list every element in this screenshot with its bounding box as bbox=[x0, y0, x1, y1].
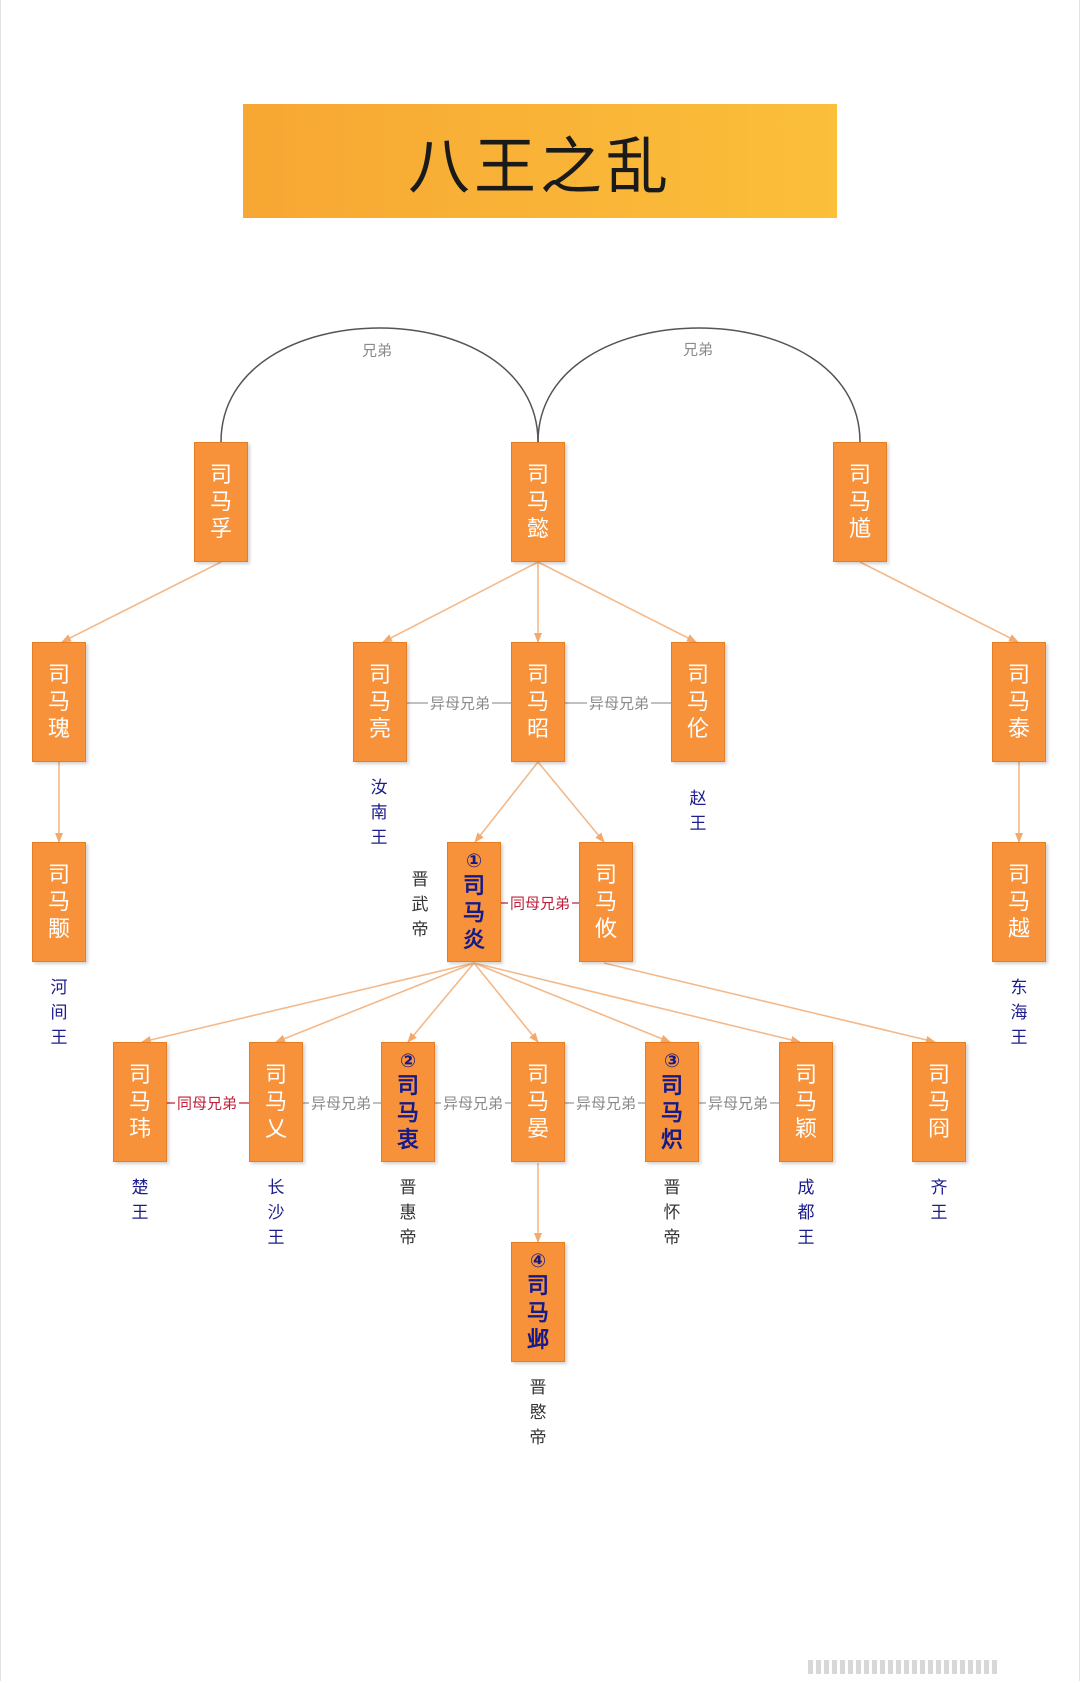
edge-yan-yan2 bbox=[473, 962, 539, 1043]
watermark-bars bbox=[808, 1660, 997, 1674]
title-banner: 八王之乱 bbox=[243, 104, 837, 218]
label-brothers-yi-kui: 兄弟 bbox=[680, 338, 716, 360]
node-sima-ying: 司马颖 bbox=[779, 1042, 833, 1162]
node-sima-fu: 司马孚 bbox=[194, 442, 248, 562]
node-sima-ai: 司马乂 bbox=[249, 1042, 303, 1162]
node-sima-liang: 司马亮 bbox=[353, 642, 407, 762]
node-sima-lun: 司马伦 bbox=[671, 642, 725, 762]
node-sima-yan2: 司马晏 bbox=[511, 1042, 565, 1162]
node-sima-tai: 司马泰 bbox=[992, 642, 1046, 762]
label-half-ai-zhong: 异母兄弟 bbox=[308, 1092, 374, 1114]
edge-zhao-you bbox=[537, 761, 605, 843]
node-sima-yi: 司马懿 bbox=[511, 442, 565, 562]
title-chu-wang: 楚王 bbox=[131, 1178, 149, 1223]
label-half-yan2-chi: 异母兄弟 bbox=[573, 1092, 639, 1114]
node-sima-yong: 司马颙 bbox=[32, 842, 86, 962]
edge-you-jiong bbox=[603, 962, 936, 1044]
label-brothers-fu-yi: 兄弟 bbox=[359, 339, 395, 361]
title-chengdu-wang: 成都王 bbox=[797, 1178, 815, 1248]
edge-yi-lun bbox=[537, 561, 697, 643]
node-sima-kui: 司马馗 bbox=[833, 442, 887, 562]
title-runan-wang: 汝南王 bbox=[370, 778, 388, 848]
node-sima-you: 司马攸 bbox=[579, 842, 633, 962]
edge-yan-zhong bbox=[407, 962, 475, 1043]
title-jin-huidi: 晋惠帝 bbox=[399, 1178, 417, 1248]
title-qi-wang: 齐王 bbox=[930, 1178, 948, 1223]
diagram-title: 八王之乱 bbox=[407, 130, 672, 203]
label-full-yan-you: 同母兄弟 bbox=[507, 892, 573, 914]
label-half-zhong-yan2: 异母兄弟 bbox=[440, 1092, 506, 1114]
edge-yan-ying bbox=[473, 962, 801, 1044]
label-half-zhao-lun: 异母兄弟 bbox=[586, 692, 652, 714]
title-hejian-wang: 河间王 bbox=[50, 978, 68, 1048]
label-half-liang-zhao: 异母兄弟 bbox=[427, 692, 493, 714]
node-sima-zhao: 司马昭 bbox=[511, 642, 565, 762]
title-donghai-wang: 东海王 bbox=[1010, 978, 1028, 1048]
title-jin-mindi: 晋愍帝 bbox=[529, 1378, 547, 1448]
label-half-chi-ying: 异母兄弟 bbox=[705, 1092, 771, 1114]
node-sima-wei: 司马玮 bbox=[113, 1042, 167, 1162]
arc-yi-kui bbox=[537, 327, 861, 443]
title-changsha-wang: 长沙王 bbox=[267, 1178, 285, 1248]
node-sima-gui: 司马瑰 bbox=[32, 642, 86, 762]
edge-yan-wei bbox=[141, 962, 475, 1044]
edge-kui-tai bbox=[859, 561, 1019, 643]
title-jin-huaidi: 晋怀帝 bbox=[663, 1178, 681, 1248]
edge-zhao-yan bbox=[474, 761, 539, 843]
node-sima-jiong: 司马冏 bbox=[912, 1042, 966, 1162]
arc-fu-yi bbox=[220, 327, 539, 443]
node-sima-yue: 司马越 bbox=[992, 842, 1046, 962]
edge-yi-liang bbox=[382, 561, 539, 643]
title-zhao-wang: 赵王 bbox=[689, 789, 707, 834]
edge-yan-ai bbox=[275, 962, 475, 1043]
edge-yan-chi bbox=[473, 962, 671, 1043]
title-jin-wudi: 晋武帝 bbox=[411, 870, 429, 940]
label-full-wei-ai: 同母兄弟 bbox=[174, 1092, 240, 1114]
edge-fu-gui bbox=[61, 561, 222, 643]
